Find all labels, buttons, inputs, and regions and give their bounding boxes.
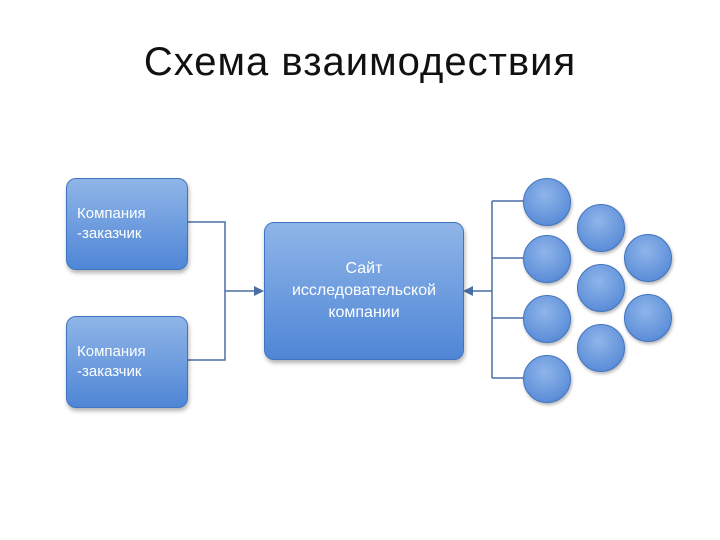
client-box-1: Компания -заказчик bbox=[66, 178, 188, 270]
respondent-circle bbox=[577, 324, 625, 372]
respondent-circle bbox=[523, 235, 571, 283]
client1-connector bbox=[187, 221, 226, 291]
respondent-circle bbox=[624, 234, 672, 282]
client-box-2-label: Компания -заказчик bbox=[77, 343, 146, 380]
site-box-label: Сайт исследовательской компании bbox=[291, 260, 437, 321]
respondent-circle bbox=[577, 204, 625, 252]
respondent-circle bbox=[523, 178, 571, 226]
respondent-circle bbox=[577, 264, 625, 312]
client-box-2: Компания -заказчик bbox=[66, 316, 188, 408]
site-box: Сайт исследовательской компании bbox=[264, 222, 464, 360]
respondent-circle bbox=[624, 294, 672, 342]
respondent-circle bbox=[523, 295, 571, 343]
client-box-1-label: Компания -заказчик bbox=[77, 205, 146, 242]
respondent-circle bbox=[523, 355, 571, 403]
client2-connector bbox=[187, 291, 226, 361]
slide-title: Схема взаимодествия bbox=[143, 40, 577, 84]
